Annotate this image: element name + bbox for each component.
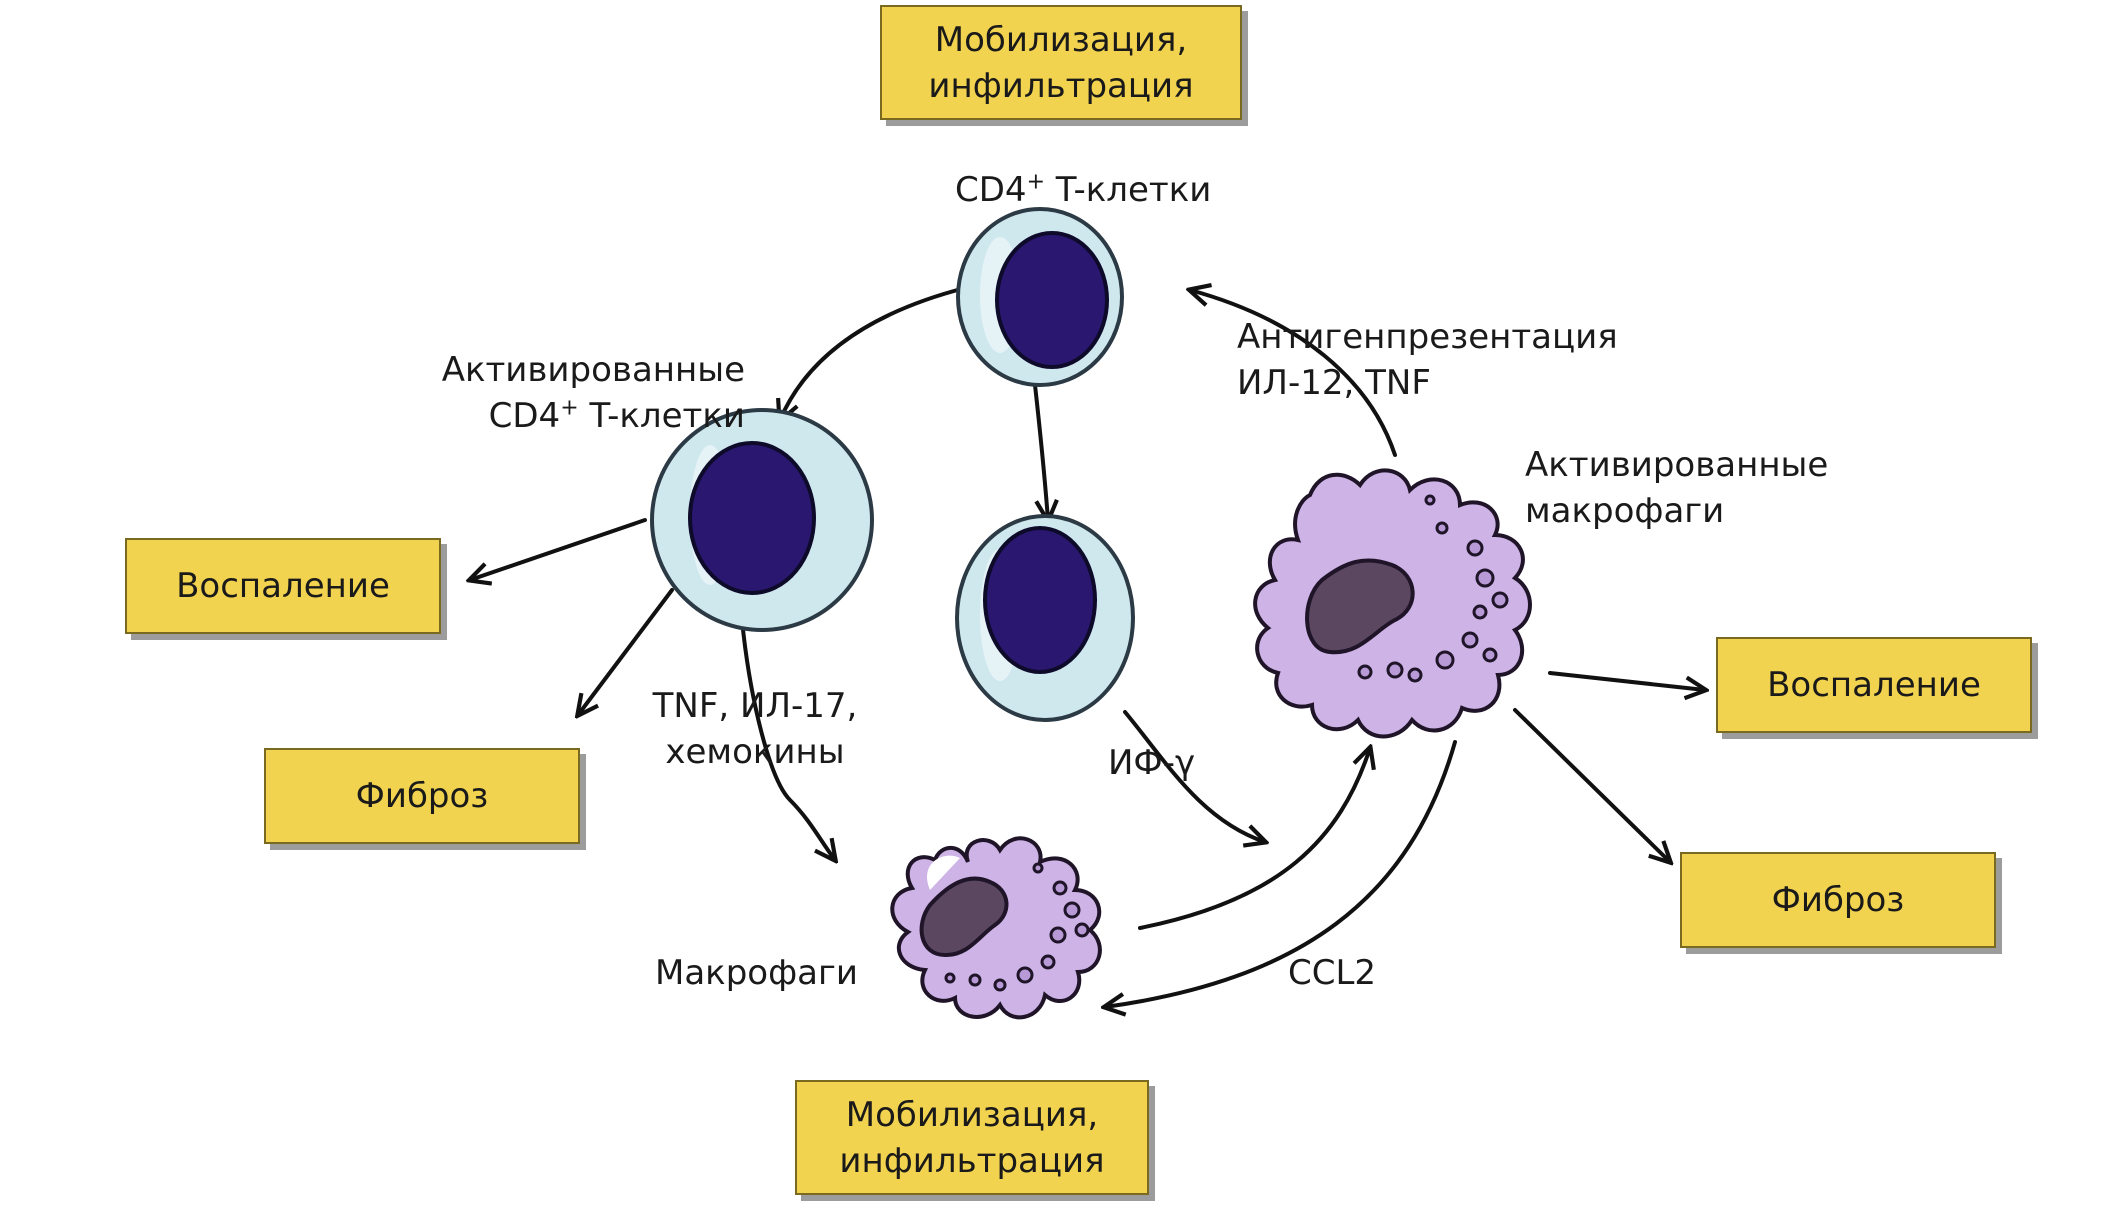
arrows: [470, 288, 1705, 1007]
inflammation-box-left: Воспаление: [125, 538, 441, 634]
box-text-line: инфильтрация: [928, 65, 1194, 106]
activated-text: Активированные: [1525, 445, 1829, 485]
cd4-text: CD4: [488, 396, 561, 436]
box-text: Воспаление: [176, 566, 390, 606]
mobilization-box-bottom: Мобилизация, инфильтрация: [795, 1080, 1149, 1195]
activated-macrophages-label: Активированные макрофаги: [1525, 442, 1828, 534]
activated-cd4-line2: CD4+ T-клетки: [430, 393, 745, 439]
mobilization-box-top: Мобилизация, инфильтрация: [880, 5, 1242, 120]
t-cells-text: T-клетки: [1045, 170, 1212, 210]
arrow-activated-cd4-to-inflammation: [470, 518, 647, 580]
ifn-text: ИФ-γ: [1108, 743, 1196, 783]
macrophages-text: макрофаги: [1525, 491, 1725, 531]
arrow-activated-cd4-to-fibrosis: [578, 588, 674, 715]
arrow-activated-macro-to-fibrosis: [1513, 708, 1670, 862]
tnf-il17-chemokines-label: TNF, ИЛ-17, хемокины: [625, 683, 885, 775]
arrow-activated-macro-to-macrophages: [1105, 740, 1457, 1007]
arrow-activated-macro-to-inflammation: [1548, 671, 1705, 690]
macrophages-label: Макрофаги: [655, 950, 858, 996]
inflammation-box-right: Воспаление: [1716, 637, 2032, 733]
macrophages-text: Макрофаги: [655, 953, 858, 993]
box-text-line: Мобилизация,: [934, 19, 1188, 60]
activated-cd4-t-cell: [650, 408, 874, 632]
box-text: Воспаление: [1767, 665, 1981, 705]
activated-cd4-label: Активированные CD4+ T-клетки: [430, 347, 745, 439]
box-text-line: инфильтрация: [839, 1140, 1105, 1181]
tnf-text: TNF, ИЛ-17,: [652, 686, 858, 726]
box-text: Фиброз: [355, 776, 489, 816]
cd4-text: CD4: [955, 170, 1027, 210]
ifn-gamma-label: ИФ-γ: [1108, 740, 1195, 786]
arrow-th-cell-to-activated-macro: [1123, 710, 1265, 842]
antigen-presentation-label: Антигенпрезентация ИЛ-12, TNF: [1237, 314, 1618, 406]
arrow-cd4-to-th-cell: [1033, 383, 1048, 520]
activated-text: Активированные: [441, 350, 745, 390]
th-cell: [955, 514, 1135, 722]
cytokines-text: ИЛ-12, TNF: [1237, 363, 1431, 403]
antigen-text: Антигенпрезентация: [1237, 317, 1618, 357]
ccl2-label: CCL2: [1288, 950, 1376, 996]
t-cells-text: T-клетки: [578, 396, 745, 436]
cd4-superscript: +: [560, 395, 579, 421]
cd4-t-cells-label: CD4+ T-клетки: [955, 167, 1211, 213]
fibrosis-box-left: Фиброз: [264, 748, 580, 844]
arrow-activated-macro-to-cd4: [1190, 290, 1397, 457]
fibrosis-box-right: Фиброз: [1680, 852, 1996, 948]
arrow-activated-cd4-to-macrophages: [740, 618, 835, 860]
box-text: Фиброз: [1771, 880, 1905, 920]
arrow-macrophages-to-activated-macro: [1138, 748, 1370, 930]
macrophage: [890, 836, 1102, 1020]
arrow-cd4-to-activated-cd4: [780, 286, 967, 420]
cd4-superscript: +: [1026, 169, 1045, 195]
chemokines-text: хемокины: [665, 732, 845, 772]
cd4-t-cell: [956, 207, 1124, 387]
activated-macrophage: [1253, 468, 1532, 739]
box-text-line: Мобилизация,: [845, 1094, 1099, 1135]
ccl2-text: CCL2: [1288, 953, 1377, 993]
